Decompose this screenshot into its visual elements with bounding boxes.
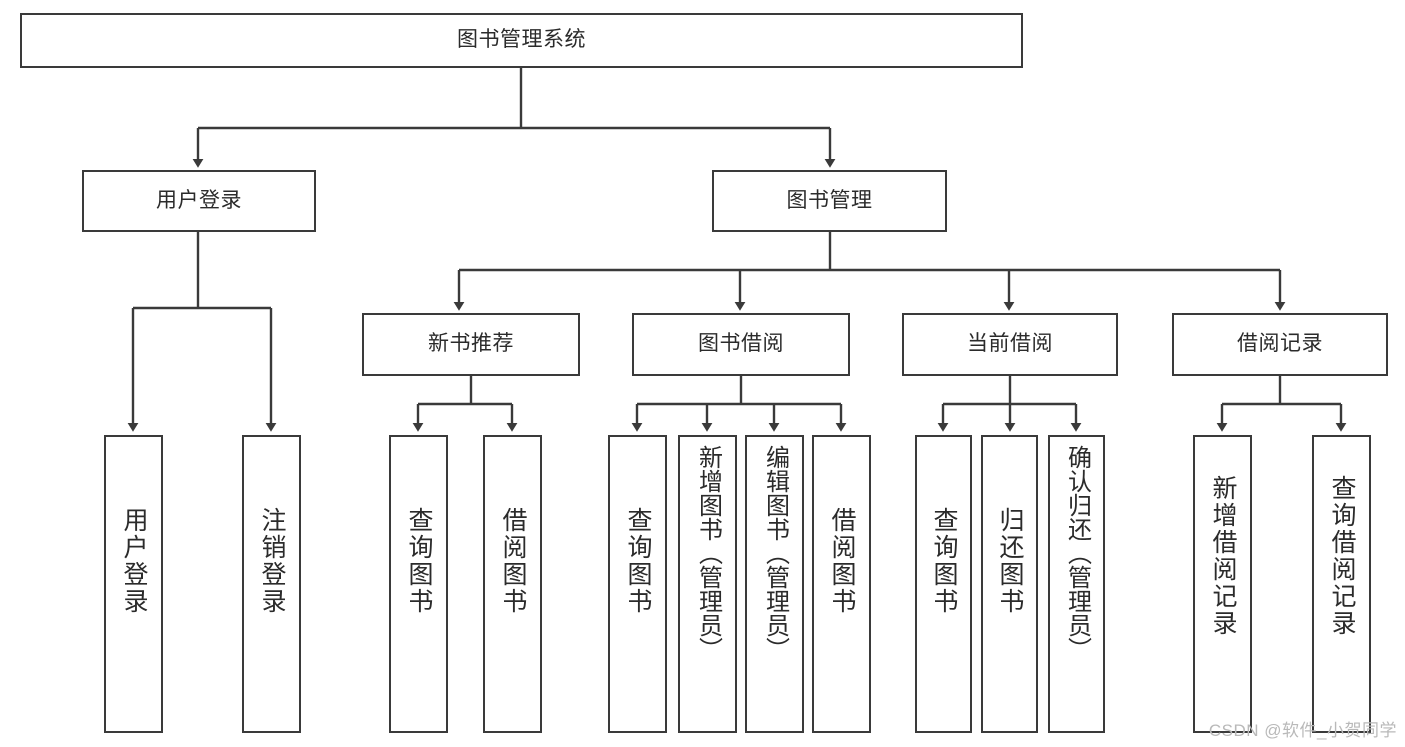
node-leaf-logout-login-label: 注销登录 <box>258 507 286 615</box>
watermark-text: CSDN @软件_小贺同学 <box>1208 721 1397 740</box>
node-new-book-recommend-label: 新书推荐 <box>428 332 514 356</box>
node-leaf-return-book[interactable]: 归还图书 <box>981 435 1038 733</box>
node-book-borrow-label: 图书借阅 <box>698 332 784 356</box>
node-leaf-user-login[interactable]: 用户登录 <box>104 435 163 733</box>
node-leaf-add-book-label: 新增图书（管理员） <box>694 445 722 661</box>
node-borrow-record[interactable]: 借阅记录 <box>1172 313 1388 376</box>
node-user-login[interactable]: 用户登录 <box>82 170 316 232</box>
node-leaf-query-book-rec[interactable]: 查询图书 <box>389 435 448 733</box>
node-book-management-label: 图书管理 <box>786 188 873 212</box>
node-leaf-query-book-borrow[interactable]: 查询图书 <box>608 435 667 733</box>
node-leaf-query-record[interactable]: 查询借阅记录 <box>1312 435 1371 733</box>
node-root-label: 图书管理系统 <box>457 28 586 52</box>
node-leaf-add-book[interactable]: 新增图书（管理员） <box>678 435 737 733</box>
node-root[interactable]: 图书管理系统 <box>20 13 1023 68</box>
node-leaf-edit-book[interactable]: 编辑图书（管理员） <box>745 435 804 733</box>
node-new-book-recommend[interactable]: 新书推荐 <box>362 313 580 376</box>
node-leaf-query-book-rec-label: 查询图书 <box>405 507 433 615</box>
node-leaf-confirm-return-label: 确认归还（管理员） <box>1063 445 1091 661</box>
node-leaf-borrow-book[interactable]: 借阅图书 <box>812 435 871 733</box>
node-leaf-query-book-current[interactable]: 查询图书 <box>915 435 972 733</box>
node-leaf-query-book-borrow-label: 查询图书 <box>624 507 652 615</box>
node-leaf-borrow-book-rec-label: 借阅图书 <box>499 507 527 615</box>
node-leaf-add-record-label: 新增借阅记录 <box>1209 475 1237 637</box>
node-borrow-record-label: 借阅记录 <box>1237 332 1323 356</box>
node-book-borrow[interactable]: 图书借阅 <box>632 313 850 376</box>
node-leaf-user-login-label: 用户登录 <box>120 507 148 615</box>
node-leaf-borrow-book-rec[interactable]: 借阅图书 <box>483 435 542 733</box>
node-current-borrow[interactable]: 当前借阅 <box>902 313 1118 376</box>
node-leaf-confirm-return[interactable]: 确认归还（管理员） <box>1048 435 1105 733</box>
node-leaf-borrow-book-label: 借阅图书 <box>828 507 856 615</box>
node-leaf-add-record[interactable]: 新增借阅记录 <box>1193 435 1252 733</box>
node-user-login-label: 用户登录 <box>156 188 242 212</box>
node-current-borrow-label: 当前借阅 <box>967 332 1053 356</box>
node-leaf-edit-book-label: 编辑图书（管理员） <box>761 445 789 661</box>
node-book-management[interactable]: 图书管理 <box>712 170 947 232</box>
node-leaf-query-record-label: 查询借阅记录 <box>1328 475 1356 637</box>
node-leaf-logout-login[interactable]: 注销登录 <box>242 435 301 733</box>
node-leaf-return-book-label: 归还图书 <box>996 507 1024 615</box>
node-leaf-query-book-current-label: 查询图书 <box>930 507 958 615</box>
